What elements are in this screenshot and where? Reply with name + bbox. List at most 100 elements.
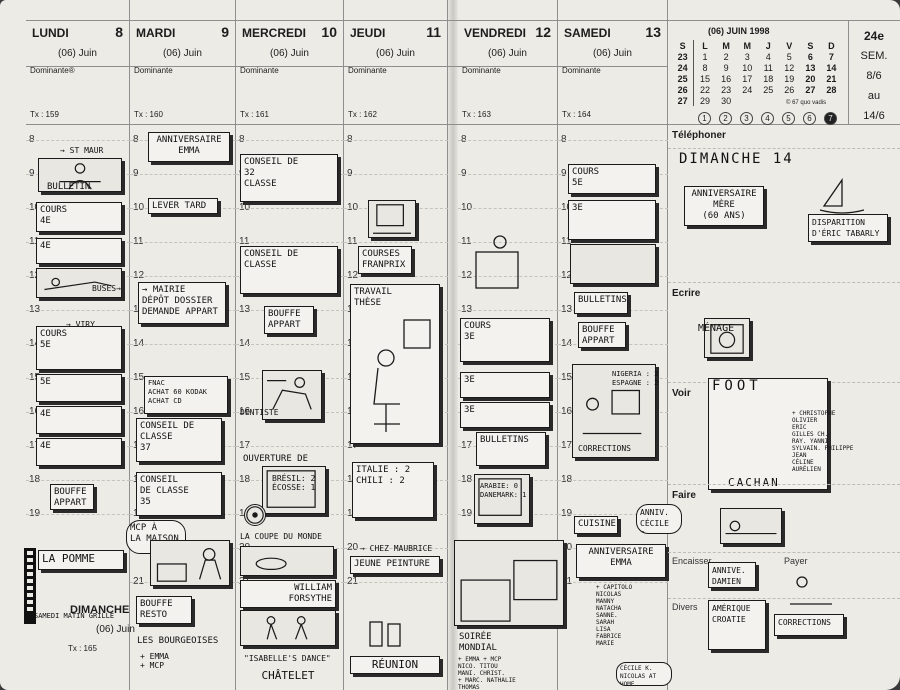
hour-label: 8	[347, 134, 353, 145]
hour-label: 18	[461, 474, 473, 485]
note-5e: 5e	[36, 374, 122, 402]
hour-grid-line	[558, 140, 668, 141]
hour-grid-line	[344, 276, 448, 277]
drawing-cafe-table	[240, 546, 334, 576]
hour-label: 13	[29, 304, 41, 315]
sunday-tx: Tx : 165	[68, 644, 97, 653]
hour-label: 16	[133, 406, 145, 417]
note-cours-5e: COURS 5e	[36, 326, 122, 370]
calendar-day: 7	[828, 51, 834, 62]
label-faire: Faire	[672, 490, 696, 501]
hour-grid-line	[344, 174, 448, 175]
hour-grid-line	[558, 480, 668, 481]
header-bottom-rule	[26, 124, 900, 125]
note-4e: 4e	[36, 238, 122, 264]
day-header: SAMEDI 13 (06) Juin Dominante Tx : 164	[558, 20, 667, 124]
dash-line	[668, 484, 900, 485]
hour-label: 8	[561, 134, 567, 145]
day-name: JEUDI	[350, 26, 386, 40]
weekday-circle: 5	[782, 112, 795, 125]
hour-label: 13	[461, 304, 473, 315]
hour-label: 12	[133, 270, 145, 281]
note-bouffe-appart-wed: BOUFFE APPART	[264, 306, 314, 334]
hour-label: 14	[239, 338, 251, 349]
day-month: (06) Juin	[593, 48, 632, 59]
day-number: 11	[426, 24, 441, 40]
day-header: LUNDI 8 (06) Juin Dominante® Tx : 159	[26, 20, 129, 124]
day-name: MARDI	[136, 26, 176, 40]
note-soiree-guests: + EMMA + MCP NICO. TITOU MANI. CHRIST. +…	[458, 656, 516, 690]
hour-label: 16	[561, 406, 573, 417]
note-cours-5e-sat: COURS 5e	[568, 164, 656, 194]
note-soiree-mondial: SOIRÉE MONDIAL	[459, 632, 497, 653]
hour-label: 11	[239, 236, 250, 247]
note-fnac: FNAC ACHAT 60 KODAK ACHAT CD	[144, 376, 228, 414]
note-bouffe-appart-sat: BOUFFE APPART	[578, 322, 626, 348]
hour-label: 14	[29, 338, 41, 349]
note-anniv-damien: ANNIVE. DAMIEN	[708, 562, 756, 588]
hour-grid-line	[130, 174, 236, 175]
calendar-day: 10	[742, 62, 753, 73]
drawing-blank-sat	[570, 244, 656, 284]
tx-label: Tx : 161	[240, 110, 269, 119]
note-ouverture: OUVERTURE DE	[243, 454, 309, 464]
hour-grid-line	[236, 208, 344, 209]
dash-line	[668, 148, 900, 149]
drawing-person-in-bed	[720, 508, 782, 544]
note-cachan: CACHAN	[728, 476, 780, 489]
week-number: 24e	[863, 29, 885, 43]
day-name: MERCREDI	[242, 26, 307, 40]
calendar-weekday-header: M	[743, 40, 751, 51]
note-conseil-de-classe: CONSEIL DE CLASSE	[240, 246, 338, 294]
drawing-person-reading	[38, 158, 122, 192]
calendar-day: 1	[702, 51, 708, 62]
calendar-week-number: 27	[672, 95, 695, 106]
calendar-day: 24	[742, 84, 753, 95]
hour-label: 8	[133, 134, 139, 145]
note-jeune-peinture: JEUNE PEINTURE	[350, 556, 440, 574]
hour-label: 10	[347, 202, 359, 213]
calendar-day: 16	[721, 73, 732, 84]
note-disparition-tabarly: DISPARITION D'ÉRIC TABARLY	[808, 214, 888, 242]
calendar-day: 3	[744, 51, 750, 62]
hour-grid-line	[26, 310, 130, 311]
note-travail-these: TRAVAIL THÈSE	[350, 284, 440, 444]
weekday-circle: 3	[740, 112, 753, 125]
drawing-tv-arabie	[474, 474, 530, 524]
weekday-circle: 2	[719, 112, 732, 125]
hour-grid-line	[236, 140, 344, 141]
hour-grid-line	[558, 514, 668, 515]
hour-label: 15	[239, 372, 251, 383]
drawing-person-writing	[786, 572, 836, 612]
dash-line	[668, 598, 900, 599]
calendar-day: 14	[826, 62, 837, 73]
hour-label: 13	[561, 304, 573, 315]
hour-label: 12	[29, 270, 41, 281]
note-4e-b: 4e	[36, 406, 122, 434]
hour-label: 17	[461, 440, 473, 451]
book-gutter	[448, 0, 458, 690]
hour-label: 12	[461, 270, 473, 281]
drawing-washing-machine	[704, 318, 750, 358]
hour-label: 17	[561, 440, 573, 451]
hour-label: 20	[347, 542, 359, 553]
day-month: (06) Juin	[376, 48, 415, 59]
hour-label: 14	[133, 338, 145, 349]
calendar-weekday-header: J	[765, 40, 771, 51]
hour-label: 20	[561, 542, 573, 553]
hour-label: 16	[239, 406, 251, 417]
note-party-guests: + CAPITOLO NICOLAS MANNY NATACHA SANNE. …	[596, 584, 633, 647]
note-chez-maubrice: → CHEZ MAUBRICE	[360, 544, 433, 553]
note-coupe-du-monde: LA COUPE DU MONDE	[240, 532, 322, 541]
note-saint-maur: → ST MAUR	[60, 146, 104, 155]
calendar-day: 25	[763, 84, 774, 95]
note-bresil-score: BRÉSIL: 2 ÉCOSSE: 1	[272, 474, 316, 492]
hour-label: 10	[133, 202, 145, 213]
hour-label: 17	[239, 440, 251, 451]
note-bulletins-fri: BULLETINS	[476, 432, 546, 466]
hour-label: 10	[29, 202, 41, 213]
day-header: MARDI 9 (06) Juin Dominante Tx : 160	[130, 20, 235, 124]
hour-label: 18	[239, 474, 251, 485]
